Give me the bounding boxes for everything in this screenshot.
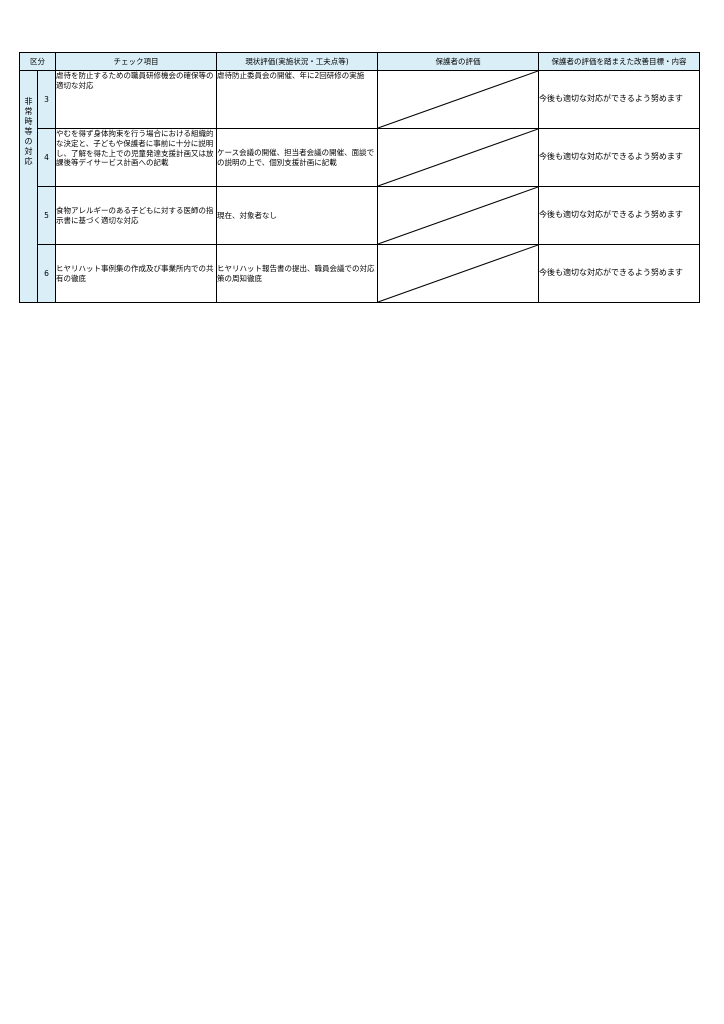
row-number: 5	[37, 186, 56, 245]
row-number: 4	[37, 128, 56, 187]
header-current-eval: 現状評価(実施状況・工夫点等)	[216, 52, 378, 71]
guardian-eval-cell	[377, 186, 539, 245]
header-category: 区分	[19, 52, 56, 71]
row-number: 3	[37, 70, 56, 129]
current-eval-text: ヒヤリハット報告書の提出、職員会議での対応策の周知徹底	[216, 244, 378, 303]
diagonal-slash-icon	[378, 245, 538, 302]
diagonal-slash-icon	[378, 71, 538, 128]
row-number: 6	[37, 244, 56, 303]
current-eval-text: ケース会議の開催、担当者会議の開催、面談での説明の上で、個別支援計画に記載	[216, 128, 378, 187]
guardian-eval-cell	[377, 128, 539, 187]
table-row: 5 食物アレルギーのある子どもに対する医師の指示書に基づく適切な対応 現在、対象…	[20, 186, 700, 245]
improvement-text: 今後も適切な対応ができるよう努めます	[538, 70, 700, 129]
diagonal-slash-icon	[378, 129, 538, 186]
table-row: 4 やむを得ず身体拘束を行う場合における組織的な決定と、子どもや保護者に事前に十…	[20, 128, 700, 187]
category-label: 非常時等の対応	[24, 97, 33, 166]
header-guardian-eval: 保護者の評価	[377, 52, 539, 71]
header-check-item: チェック項目	[55, 52, 217, 71]
diagonal-slash-icon	[378, 187, 538, 244]
current-eval-text: 虐待防止委員会の開催、年に2回研修の実施	[216, 70, 378, 129]
check-item-text: 食物アレルギーのある子どもに対する医師の指示書に基づく適切な対応	[55, 186, 217, 245]
current-eval-text: 現在、対象者なし	[216, 186, 378, 245]
check-item-text: ヒヤリハット事例集の作成及び事業所内での共有の徹底	[55, 244, 217, 303]
improvement-text: 今後も適切な対応ができるよう努めます	[538, 244, 700, 303]
improvement-text: 今後も適切な対応ができるよう努めます	[538, 128, 700, 187]
guardian-eval-cell	[377, 244, 539, 303]
table-header-row: 区分 チェック項目 現状評価(実施状況・工夫点等) 保護者の評価 保護者の評価を…	[19, 52, 700, 71]
check-item-text: 虐待を防止するための職員研修機会の確保等の適切な対応	[55, 70, 217, 129]
table-row: 非常時等の対応 3 虐待を防止するための職員研修機会の確保等の適切な対応 虐待防…	[19, 70, 700, 303]
evaluation-table: 区分 チェック項目 現状評価(実施状況・工夫点等) 保護者の評価 保護者の評価を…	[19, 52, 700, 303]
guardian-eval-cell	[377, 70, 539, 129]
header-improvement: 保護者の評価を踏まえた改善目標・内容	[538, 52, 700, 71]
table-row: 6 ヒヤリハット事例集の作成及び事業所内での共有の徹底 ヒヤリハット報告書の提出…	[20, 244, 700, 303]
check-item-text: やむを得ず身体拘束を行う場合における組織的な決定と、子どもや保護者に事前に十分に…	[55, 128, 217, 187]
improvement-text: 今後も適切な対応ができるよう努めます	[538, 186, 700, 245]
category-cell: 非常時等の対応	[19, 70, 38, 303]
